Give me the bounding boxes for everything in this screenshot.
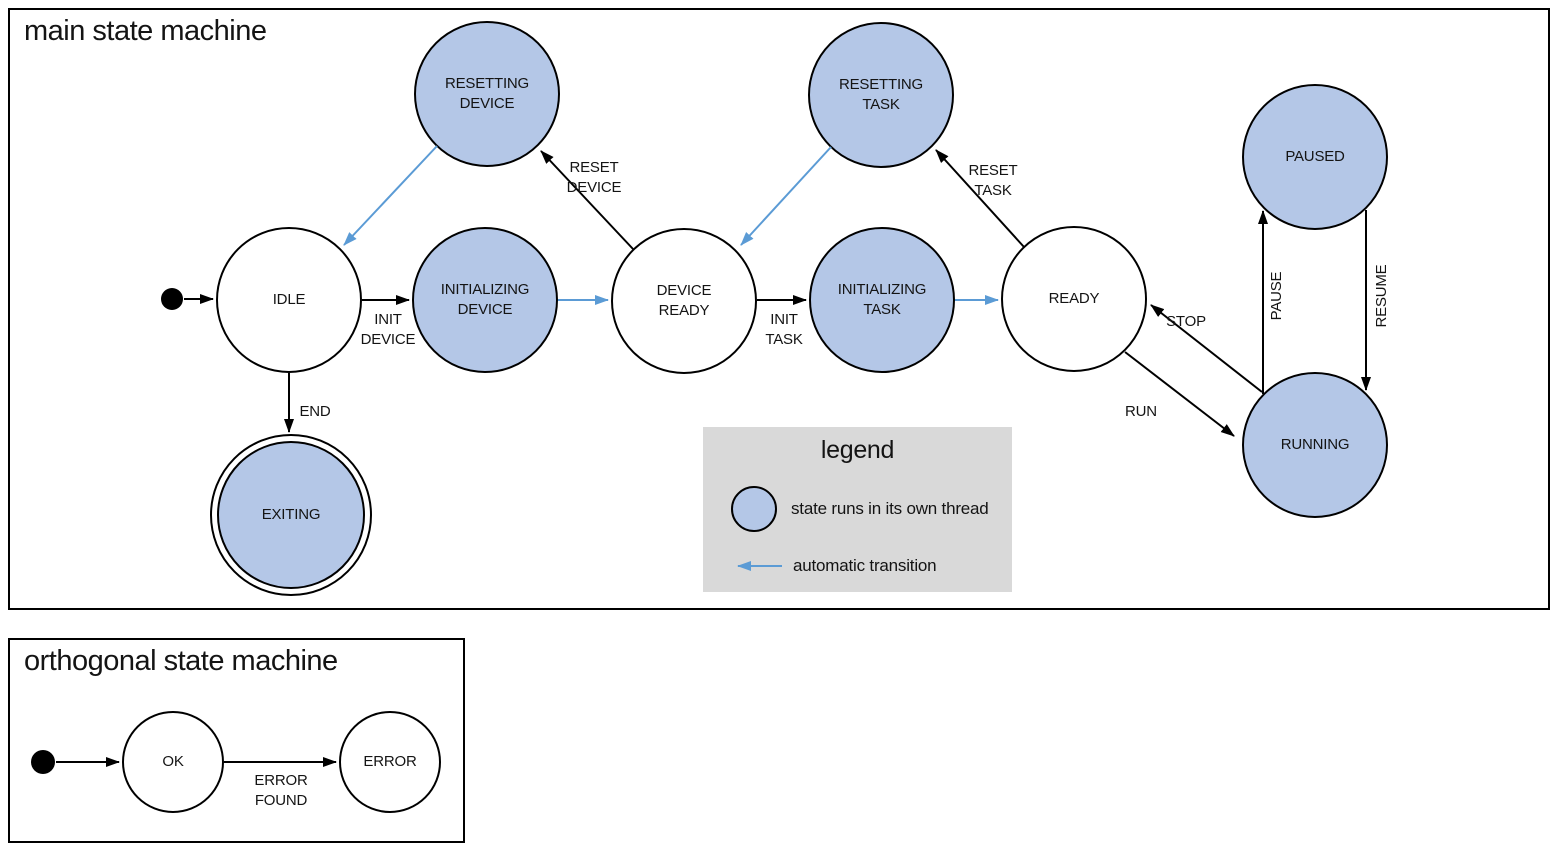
legend-threaded-label: state runs in its own thread	[791, 499, 989, 518]
legend-title: legend	[820, 436, 895, 464]
legend-box: legend state runs in its own thread auto…	[703, 427, 1012, 592]
threaded-state-icon	[731, 486, 777, 532]
orthogonal-state-machine-title: orthogonal state machine	[24, 645, 338, 677]
automatic-transition-icon	[737, 561, 782, 571]
legend-auto-label: automatic transition	[793, 556, 937, 575]
orthogonal-state-machine-frame: orthogonal state machine	[8, 638, 465, 843]
main-state-machine-frame: main state machine	[8, 8, 1550, 610]
main-state-machine-title: main state machine	[24, 15, 267, 47]
